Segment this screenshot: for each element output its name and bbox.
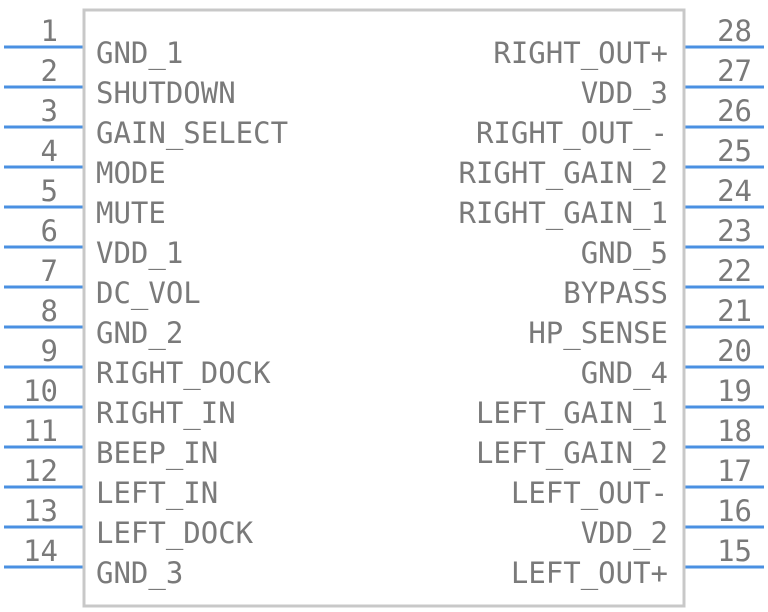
pin-11-label: BEEP_IN bbox=[96, 436, 218, 471]
pin-14-label: GND_3 bbox=[96, 556, 183, 591]
pin-6-label: VDD_1 bbox=[96, 236, 183, 271]
pin-28-label: RIGHT_OUT+ bbox=[493, 36, 668, 71]
pin-2-label: SHUTDOWN bbox=[96, 76, 236, 110]
pin-9-number: 9 bbox=[41, 334, 58, 368]
pin-4-number: 4 bbox=[41, 134, 58, 168]
pin-15-number: 15 bbox=[717, 534, 752, 568]
pin-1-number: 1 bbox=[41, 14, 58, 48]
pin-18-number: 18 bbox=[717, 414, 752, 448]
pin-28-number: 28 bbox=[717, 14, 752, 48]
pin-3-label: GAIN_SELECT bbox=[96, 116, 288, 151]
pin-3-number: 3 bbox=[41, 94, 58, 128]
pin-23-label: GND_5 bbox=[581, 236, 668, 271]
pin-19-label: LEFT_GAIN_1 bbox=[476, 396, 668, 431]
pin-6-number: 6 bbox=[41, 214, 58, 248]
pin-15-label: LEFT_OUT+ bbox=[511, 556, 668, 591]
pin-2-number: 2 bbox=[41, 54, 58, 88]
pin-10-label: RIGHT_IN bbox=[96, 396, 236, 431]
labels-layer: 1GND_12SHUTDOWN3GAIN_SELECT4MODE5MUTE6VD… bbox=[23, 14, 752, 591]
pin-12-label: LEFT_IN bbox=[96, 476, 218, 511]
pin-10-number: 10 bbox=[23, 374, 58, 408]
pin-14-number: 14 bbox=[23, 534, 58, 568]
pin-27-number: 27 bbox=[717, 54, 752, 88]
ic-body-outline bbox=[82, 8, 686, 608]
pin-1-label: GND_1 bbox=[96, 36, 183, 71]
pin-20-label: GND_4 bbox=[581, 356, 668, 391]
pin-21-number: 21 bbox=[717, 294, 752, 328]
pin-22-number: 22 bbox=[717, 254, 752, 288]
pin-25-label: RIGHT_GAIN_2 bbox=[458, 156, 668, 191]
pin-8-number: 8 bbox=[41, 294, 58, 328]
pin-22-label: BYPASS bbox=[563, 276, 668, 310]
pins-layer bbox=[4, 45, 764, 569]
pin-19-number: 19 bbox=[717, 374, 752, 408]
pin-16-number: 16 bbox=[717, 494, 752, 528]
pin-4-label: MODE bbox=[96, 156, 166, 190]
pin-24-number: 24 bbox=[717, 174, 752, 208]
pin-7-label: DC_VOL bbox=[96, 276, 201, 311]
pin-21-label: HP_SENSE bbox=[528, 316, 668, 351]
pin-9-label: RIGHT_DOCK bbox=[96, 356, 271, 391]
pin-18-label: LEFT_GAIN_2 bbox=[476, 436, 668, 471]
pin-12-number: 12 bbox=[23, 454, 58, 488]
pin-17-number: 17 bbox=[717, 454, 752, 488]
pin-11-number: 11 bbox=[23, 414, 58, 448]
pin-13-label: LEFT_DOCK bbox=[96, 516, 254, 551]
pin-5-label: MUTE bbox=[96, 196, 166, 230]
pin-26-number: 26 bbox=[717, 94, 752, 128]
pin-16-label: VDD_2 bbox=[581, 516, 668, 551]
pin-23-number: 23 bbox=[717, 214, 752, 248]
pin-24-label: RIGHT_GAIN_1 bbox=[458, 196, 668, 231]
pin-5-number: 5 bbox=[41, 174, 58, 208]
pin-25-number: 25 bbox=[717, 134, 752, 168]
pin-27-label: VDD_3 bbox=[581, 76, 668, 111]
pin-8-label: GND_2 bbox=[96, 316, 183, 351]
pin-13-number: 13 bbox=[23, 494, 58, 528]
pin-26-label: RIGHT_OUT_- bbox=[476, 116, 668, 151]
pin-17-label: LEFT_OUT- bbox=[511, 476, 668, 511]
pin-7-number: 7 bbox=[41, 254, 58, 288]
pin-20-number: 20 bbox=[717, 334, 752, 368]
